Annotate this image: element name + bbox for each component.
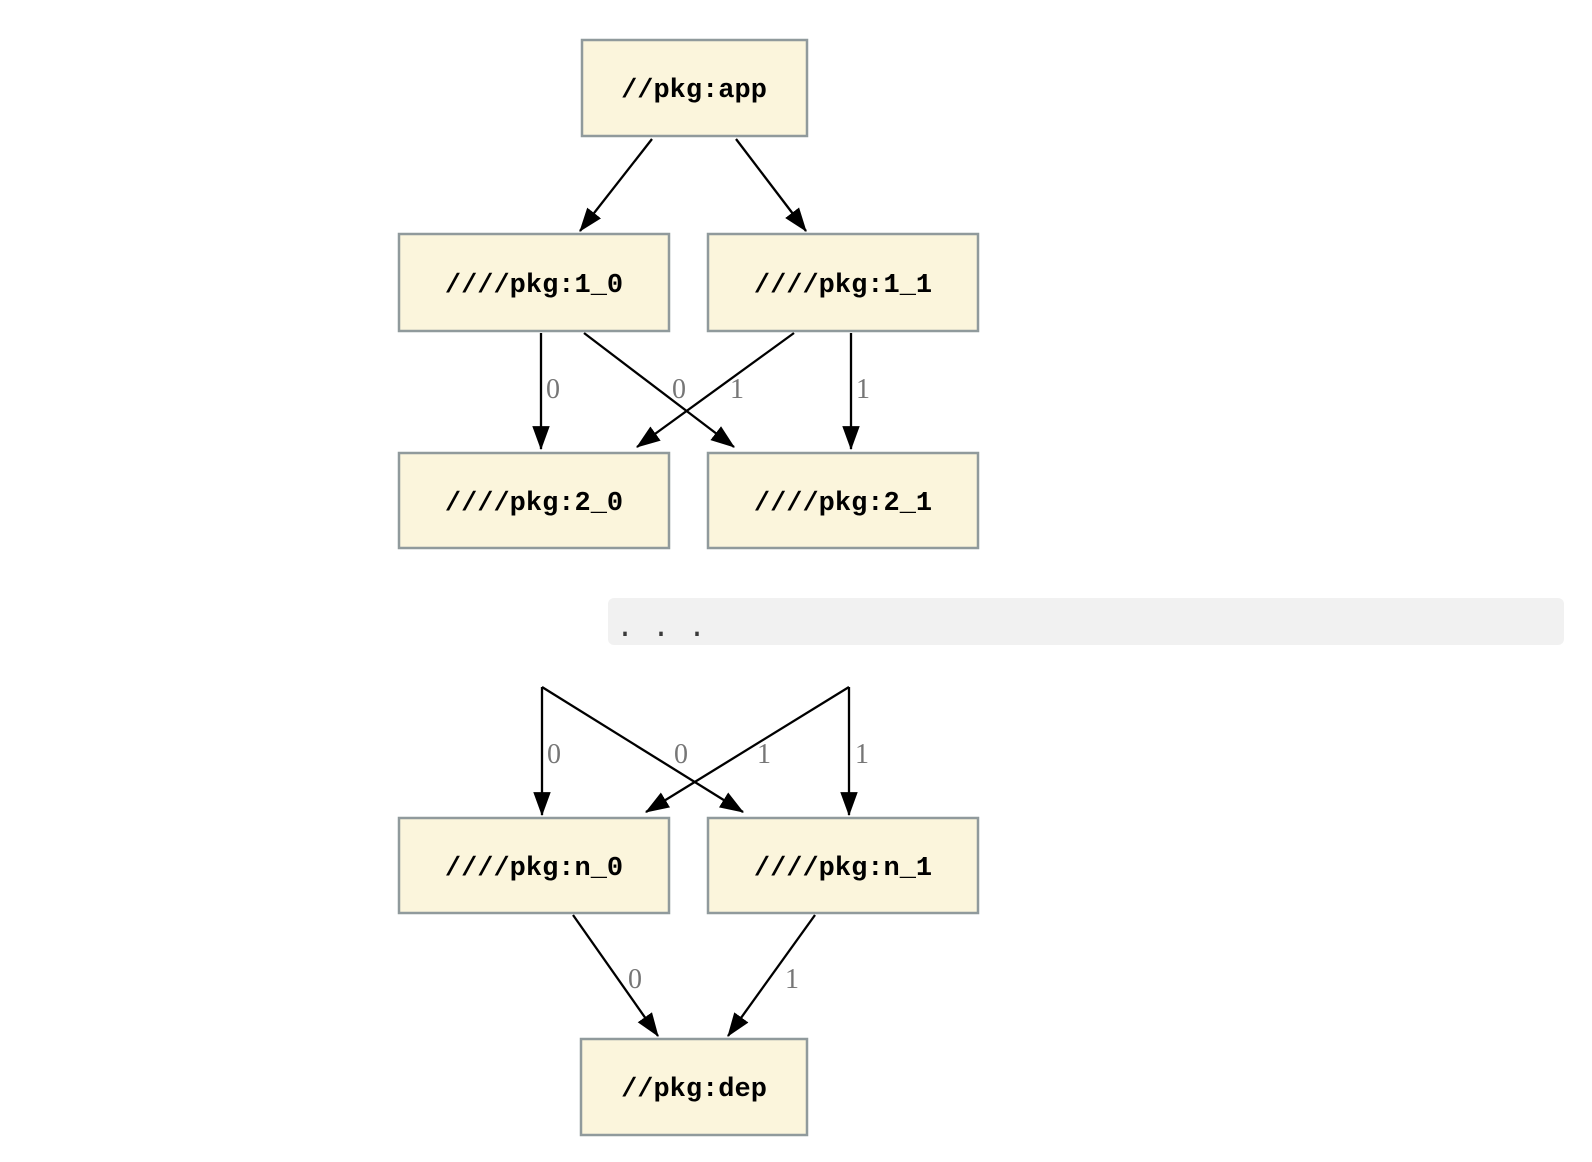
node-pkg-n-0: ////pkg:n_0 <box>397 816 671 915</box>
edge-1-1-to-2-0 <box>636 332 795 448</box>
edge-ellipsis-to-n-1-cross <box>541 686 744 813</box>
node-pkg-1-1: ////pkg:1_1 <box>706 232 980 333</box>
edge-label: 0 <box>546 374 560 405</box>
node-pkg-2-1: ////pkg:2_1 <box>706 451 980 550</box>
node-pkg-2-0: ////pkg:2_0 <box>397 451 671 550</box>
code-block: . . . <box>608 598 1564 646</box>
ellipsis-text: . . . <box>616 612 706 646</box>
edge-label: 1 <box>730 374 744 405</box>
node-label: ////pkg:n_0 <box>445 854 623 884</box>
node-label: //pkg:dep <box>621 1075 767 1105</box>
node-pkg-dep: //pkg:dep <box>579 1037 809 1137</box>
node-pkg-1-0: ////pkg:1_0 <box>397 232 671 333</box>
edge-app-to-1-0 <box>579 138 653 232</box>
node-label: ////pkg:2_0 <box>445 489 623 519</box>
node-pkg-n-1: ////pkg:n_1 <box>706 816 980 915</box>
edge-label: 1 <box>785 964 799 995</box>
node-label: //pkg:app <box>621 76 767 106</box>
edge-label: 0 <box>672 374 686 405</box>
edge-n-1-to-dep <box>727 914 816 1037</box>
edge-label: 1 <box>855 739 869 770</box>
edge-label: 0 <box>547 739 561 770</box>
edge-n-0-to-dep <box>572 914 659 1037</box>
edge-label: 1 <box>757 739 771 770</box>
edge-app-to-1-1 <box>735 138 807 232</box>
code-block-background <box>608 598 1564 645</box>
node-label: ////pkg:1_1 <box>754 271 932 301</box>
node-pkg-app: //pkg:app <box>580 38 809 138</box>
node-label: ////pkg:n_1 <box>754 854 932 884</box>
edge-label: 0 <box>628 964 642 995</box>
edge-ellipsis-to-n-0-cross <box>645 686 850 813</box>
edge-label: 0 <box>674 739 688 770</box>
edge-label: 1 <box>856 374 870 405</box>
edge-1-0-to-2-1 <box>583 332 735 448</box>
node-label: ////pkg:2_1 <box>754 489 932 519</box>
node-label: ////pkg:1_0 <box>445 271 623 301</box>
